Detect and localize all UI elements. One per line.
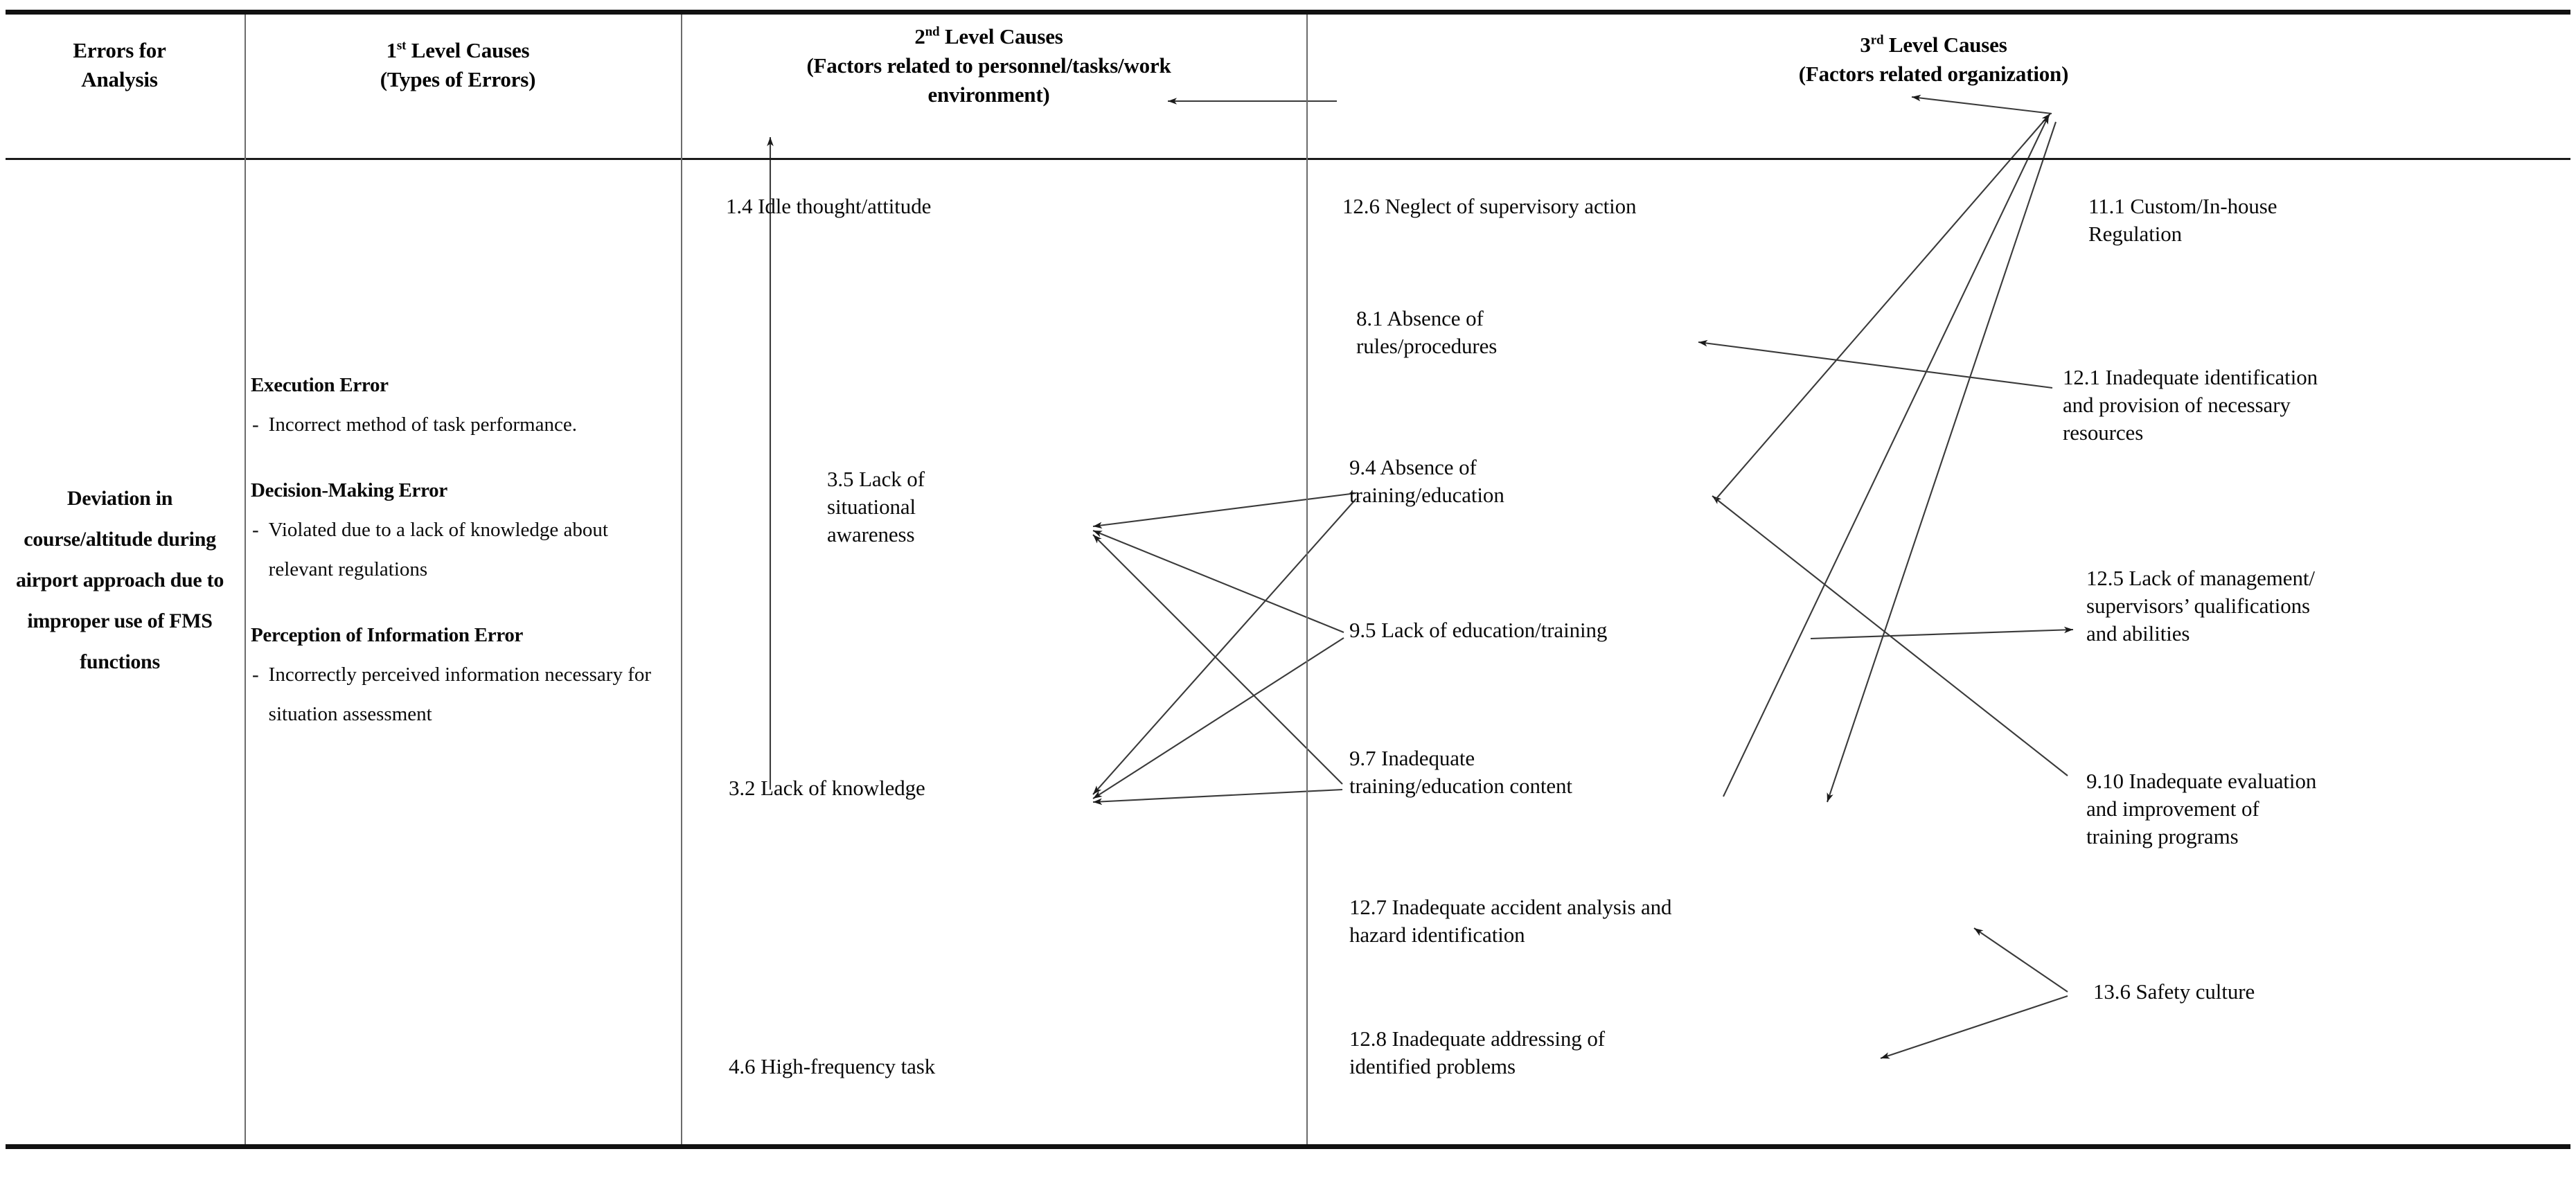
header-subtitle: (Factors related organization): [1798, 62, 2069, 86]
table-bottom-rule: [6, 1144, 2570, 1149]
node-9.4: 9.4 Absence of training/education: [1349, 455, 1504, 507]
list-item-label: Violated due to a lack of knowledge abou…: [268, 519, 608, 580]
node-12.6: 12.6 Neglect of supervisory action: [1342, 194, 1637, 218]
header-subtitle-line-1: (Factors related to personnel/tasks/work: [806, 53, 1171, 78]
node-11.1: 11.1 Custom/In-house Regulation: [2088, 194, 2277, 246]
node-12.1: 12.1 Inadequate identification and provi…: [2063, 365, 2318, 445]
list-item: - Incorrectly perceived information nece…: [251, 655, 666, 734]
header-subtitle-line-2: environment): [927, 82, 1050, 107]
error-for-analysis-text: Deviation in course/altitude during airp…: [15, 487, 224, 673]
bullet-dash: -: [252, 519, 259, 541]
node-12.7: 12.7 Inadequate accident analysis and ha…: [1349, 895, 1672, 947]
header-first-level-causes: 1st Level Causes (Types of Errors): [240, 36, 675, 94]
node-4.6: 4.6 High-frequency task: [729, 1054, 936, 1078]
header-level-text: Level Causes: [1883, 33, 2007, 57]
column-divider-2: [681, 15, 682, 1144]
header-subtitle: (Types of Errors): [380, 67, 536, 91]
table-frame: [6, 10, 2570, 1149]
table-top-rule: [6, 10, 2570, 15]
ordinal-suffix: nd: [925, 24, 940, 39]
header-third-level-causes: 3rd Level Causes (Factors related organi…: [1302, 30, 2565, 89]
node-13.6: 13.6 Safety culture: [2093, 979, 2255, 1004]
node-9.5: 9.5 Lack of education/training: [1349, 618, 1608, 642]
bullet-dash: -: [252, 664, 259, 686]
header-level-number: 3: [1860, 33, 1871, 57]
node-9.7: 9.7 Inadequate training/education conten…: [1349, 746, 1572, 798]
header-level-number: 2: [914, 24, 925, 48]
node-3.5: 3.5 Lack of situational awareness: [827, 467, 925, 546]
header-level-number: 1: [386, 38, 398, 62]
bullet-dash: -: [252, 413, 259, 436]
first-level-causes-list: Execution Error - Incorrect method of ta…: [251, 366, 666, 734]
error-type-group: Perception of Information Error - Incorr…: [251, 616, 666, 734]
node-12.5: 12.5 Lack of management/ supervisors’ qu…: [2086, 566, 2315, 646]
header-line-1: Errors for: [73, 38, 166, 62]
list-item: - Incorrect method of task performance.: [251, 405, 666, 445]
header-level-text: Level Causes: [939, 24, 1063, 48]
list-item: - Violated due to a lack of knowledge ab…: [251, 510, 666, 589]
header-line-2: Analysis: [81, 67, 158, 91]
list-item-label: Incorrect method of task performance.: [268, 413, 577, 436]
node-3.2: 3.2 Lack of knowledge: [729, 776, 925, 800]
error-type-title: Execution Error: [251, 374, 389, 396]
header-bottom-rule: [6, 158, 2570, 160]
header-second-level-causes: 2nd Level Causes (Factors related to per…: [677, 22, 1301, 109]
column-divider-1: [245, 15, 246, 1144]
node-9.10: 9.10 Inadequate evaluation and improveme…: [2086, 769, 2317, 848]
ordinal-suffix: rd: [1870, 33, 1884, 48]
error-type-title: Decision-Making Error: [251, 479, 447, 501]
header-errors-for-analysis: Errors for Analysis: [0, 36, 239, 94]
error-type-title: Perception of Information Error: [251, 624, 524, 646]
ordinal-suffix: st: [396, 38, 407, 53]
list-item-label: Incorrectly perceived information necess…: [268, 664, 652, 725]
node-1.4: 1.4 Idle thought/attitude: [726, 194, 932, 218]
error-type-group: Decision-Making Error - Violated due to …: [251, 471, 666, 589]
error-type-group: Execution Error - Incorrect method of ta…: [251, 366, 666, 445]
header-level-text: Level Causes: [406, 38, 530, 62]
column-divider-3: [1306, 15, 1308, 1144]
node-8.1: 8.1 Absence of rules/procedures: [1356, 306, 1498, 358]
node-12.8: 12.8 Inadequate addressing of identified…: [1349, 1026, 1605, 1078]
